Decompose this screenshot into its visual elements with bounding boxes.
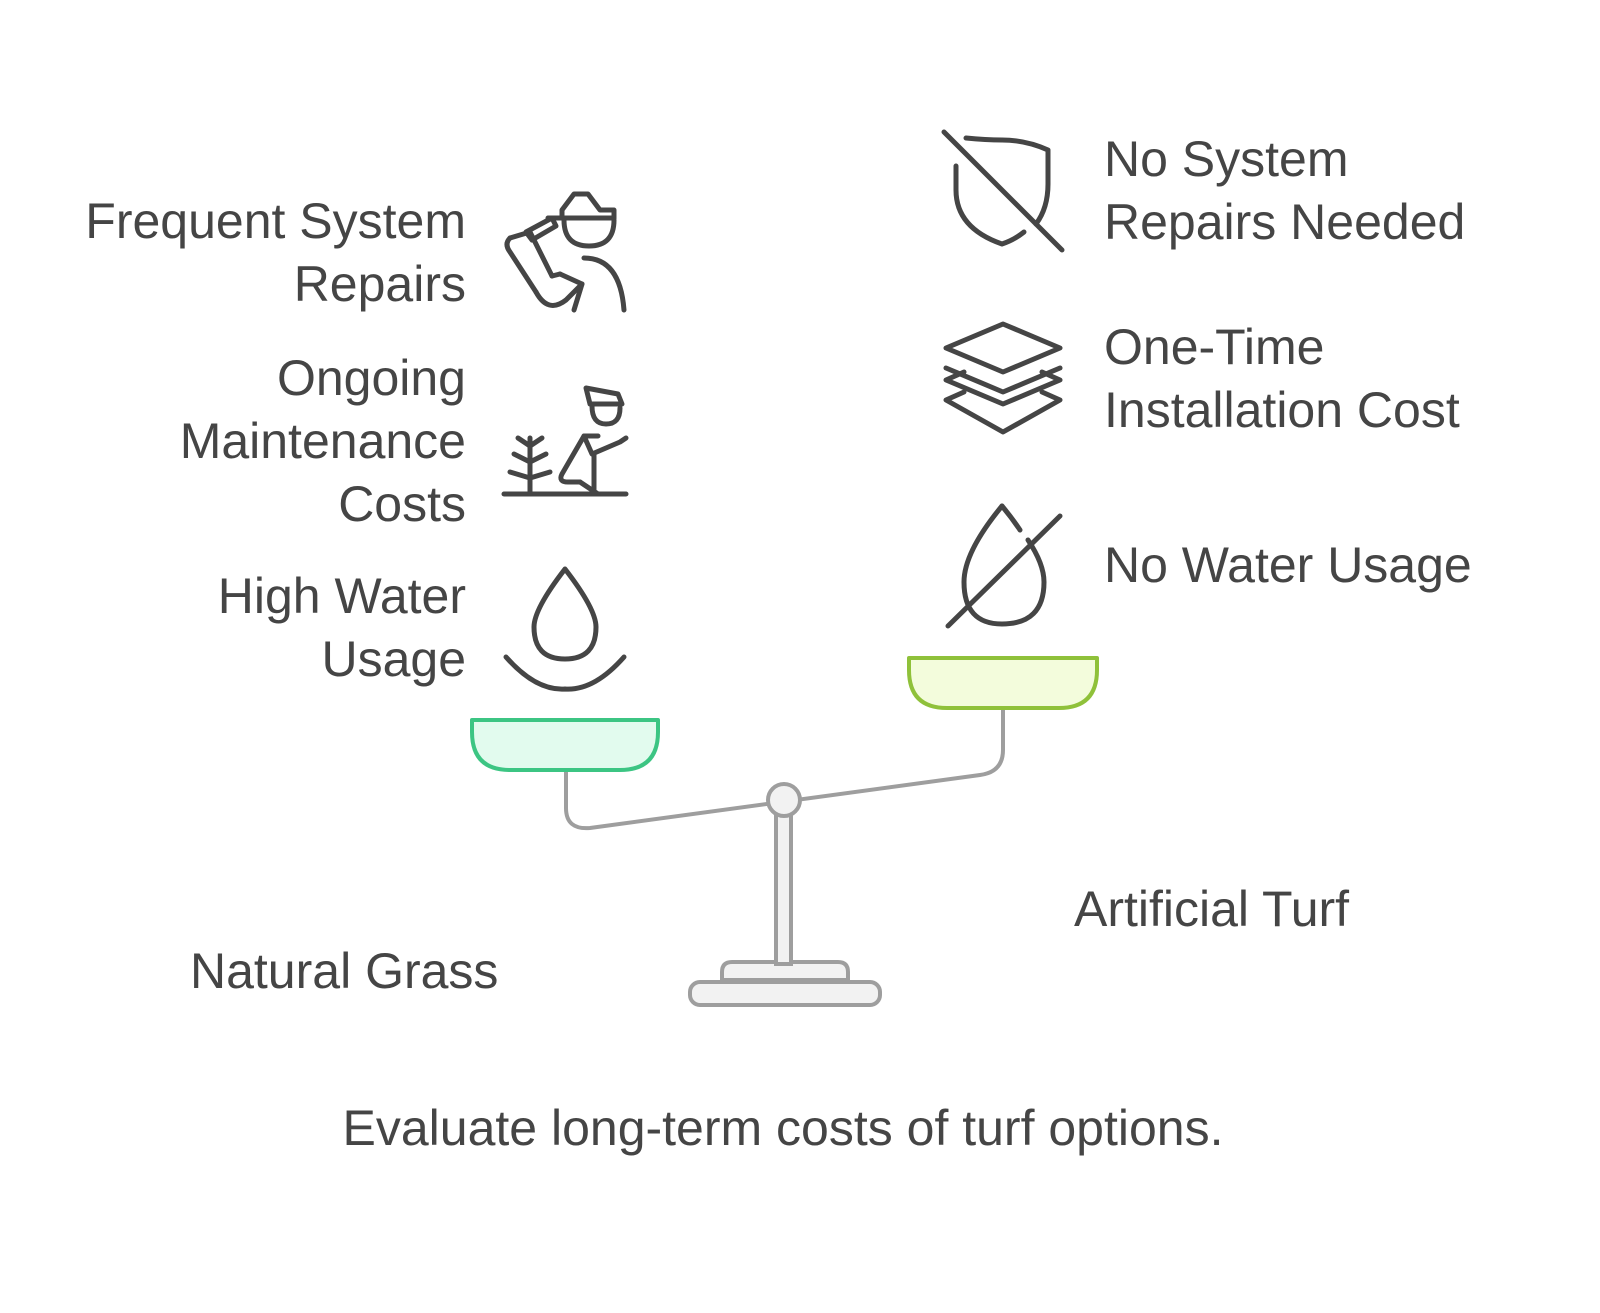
right-item-2-label: One-Time Installation Cost [1104, 319, 1460, 438]
right-item-3-label: No Water Usage [1104, 537, 1472, 593]
no-shield-icon [940, 128, 1066, 254]
scale-base-top [720, 960, 850, 982]
left-pan [470, 718, 660, 772]
artificial-turf-title: Artificial Turf [1074, 881, 1350, 937]
water-drop-icon [502, 565, 628, 692]
right-item-1-label: No System Repairs Needed [1104, 131, 1466, 250]
no-water-drop-icon [944, 500, 1064, 630]
right-pan [907, 656, 1099, 710]
diagram-caption: Evaluate long-term costs of turf options… [342, 1100, 1224, 1156]
scale-pivot [766, 782, 802, 818]
scale-base [688, 980, 882, 1007]
left-item-2-label: Ongoing Maintenance Costs [179, 350, 466, 532]
scale-pillar [774, 812, 793, 966]
repair-technician-icon [500, 188, 630, 318]
left-item-3-label: High Water Usage [217, 568, 466, 687]
gardener-icon [500, 382, 632, 500]
natural-grass-title: Natural Grass [190, 943, 499, 999]
left-item-1-label: Frequent System Repairs [85, 193, 466, 312]
layers-icon [942, 320, 1064, 436]
